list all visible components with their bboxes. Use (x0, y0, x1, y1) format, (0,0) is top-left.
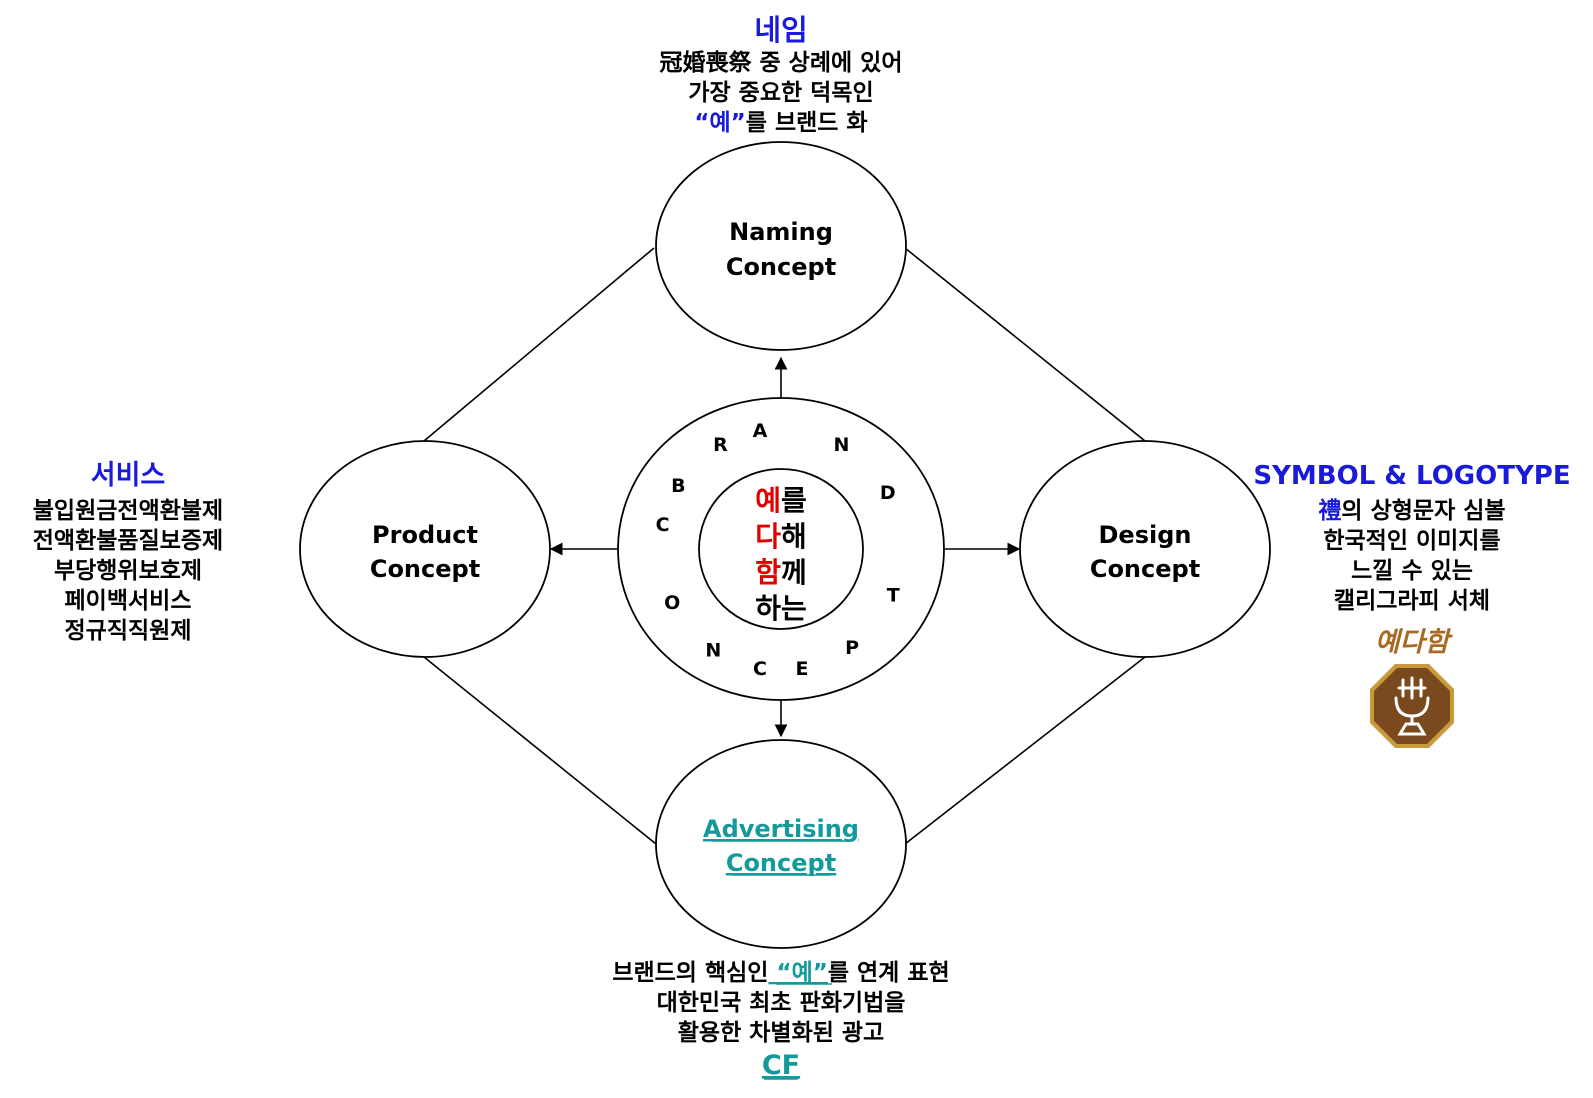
advert-desc-line-1-pre: 브랜드의 핵심인 (612, 960, 768, 986)
ring-letter: N (834, 434, 850, 456)
ring-letter: P (845, 637, 859, 659)
core-line-3-accent: 함 (755, 556, 781, 589)
ring-letter: D (880, 482, 896, 504)
core-line-4: 하는 (755, 592, 807, 625)
naming-hanja: 冠婚喪祭 (660, 49, 753, 76)
design-concept-label-1: Design (1099, 521, 1192, 549)
line-naming-design (904, 247, 1146, 442)
logotype: 예다함 (1375, 627, 1454, 658)
service-description: 서비스 불입원금전액환불제 전액환불품질보증제 부당행위보호제 페이백서비스 정… (33, 460, 223, 644)
ring-letter: R (713, 434, 728, 456)
advert-cf: CF (762, 1050, 800, 1081)
advert-desc-line-1-post: 를 연계 표현 (828, 960, 950, 986)
product-concept-label-2: Concept (370, 555, 480, 583)
service-line: 정규직직원제 (65, 618, 192, 644)
naming-desc-line-1-rest: 중 상례에 있어 (752, 50, 903, 76)
connector-lines (423, 247, 1146, 845)
service-heading: 서비스 (91, 460, 166, 491)
advert-desc-line-2: 대한민국 최초 판화기법을 (657, 990, 906, 1016)
core-line-2-accent: 다 (755, 520, 781, 553)
design-desc-line-1: 禮의 상형문자 심볼 (1318, 497, 1505, 524)
advert-desc-line-1: 브랜드의 핵심인 “예”를 연계 표현 (612, 960, 949, 986)
design-desc-line-4: 캘리그라피 서체 (1334, 588, 1490, 614)
ring-letter: T (887, 584, 900, 606)
design-desc-line-1-rest: 의 상형문자 심볼 (1341, 498, 1505, 524)
core-line-1-rest: 를 (781, 484, 807, 517)
naming-heading: 네임 (754, 13, 807, 47)
advertising-concept-label-2: Concept (726, 849, 836, 877)
ring-letter: N (705, 639, 721, 661)
naming-desc-line-3: “예”를 브랜드 화 (694, 110, 867, 136)
product-concept-label-1: Product (372, 521, 478, 549)
naming-desc-line-1: 冠婚喪祭 중 상례에 있어 (660, 49, 903, 76)
line-product-naming (423, 247, 655, 442)
service-line: 페이백서비스 (65, 588, 192, 614)
ring-letter: E (796, 658, 809, 680)
core-line-1: 예를 (755, 484, 807, 517)
design-concept-label-2: Concept (1090, 555, 1200, 583)
core-line-2: 다해 (755, 520, 807, 553)
design-hanja: 禮 (1318, 497, 1341, 524)
service-line: 부당행위보호제 (54, 558, 202, 584)
design-concept-node (1019, 440, 1271, 658)
naming-description: 네임 冠婚喪祭 중 상례에 있어 가장 중요한 덕목인 “예”를 브랜드 화 (660, 13, 903, 136)
core-line-2-rest: 해 (781, 520, 807, 553)
core-line-4-rest: 하는 (755, 592, 807, 625)
advertising-concept-label-1: Advertising (703, 815, 859, 843)
naming-desc-line-3-rest: 를 브랜드 화 (746, 110, 868, 136)
design-description: SYMBOL & LOGOTYPE 禮의 상형문자 심볼 한국적인 이미지를 느… (1253, 461, 1570, 658)
ring-letter: A (753, 420, 768, 442)
naming-concept-label-1: Naming (729, 218, 833, 246)
naming-quote: “예” (694, 110, 745, 136)
ring-letter: C (656, 514, 670, 536)
advert-quote: “예” (768, 960, 827, 986)
product-concept-node (299, 440, 551, 658)
ring-letter: C (753, 658, 767, 680)
naming-desc-line-2: 가장 중요한 덕목인 (688, 80, 873, 106)
ring-letter: O (664, 592, 680, 614)
ritual-vessel-emblem-icon (1370, 664, 1454, 748)
core-line-1-accent: 예 (755, 484, 781, 517)
core-line-3: 함께 (755, 556, 807, 589)
center-arrows (549, 356, 1021, 738)
advertising-concept-node (655, 739, 907, 949)
design-heading: SYMBOL & LOGOTYPE (1253, 461, 1570, 491)
design-desc-line-3: 느낄 수 있는 (1351, 558, 1473, 584)
design-desc-line-2: 한국적인 이미지를 (1323, 528, 1500, 554)
service-line: 전액환불품질보증제 (33, 528, 223, 554)
naming-concept-label-2: Concept (726, 253, 836, 281)
line-design-advertising (904, 656, 1146, 845)
core-line-3-rest: 께 (781, 556, 807, 589)
brand-concept-inner-circle (698, 468, 864, 630)
naming-concept-node (655, 141, 907, 351)
advert-desc-line-3: 활용한 차별화된 광고 (678, 1020, 884, 1046)
advertising-description: 브랜드의 핵심인 “예”를 연계 표현 대한민국 최초 판화기법을 활용한 차별… (612, 960, 949, 1081)
service-line: 불입원금전액환불제 (33, 498, 223, 524)
line-advertising-product (423, 656, 657, 845)
ring-letter: B (671, 475, 685, 497)
brand-core-text: 예를 다해 함께 하는 (755, 484, 807, 625)
